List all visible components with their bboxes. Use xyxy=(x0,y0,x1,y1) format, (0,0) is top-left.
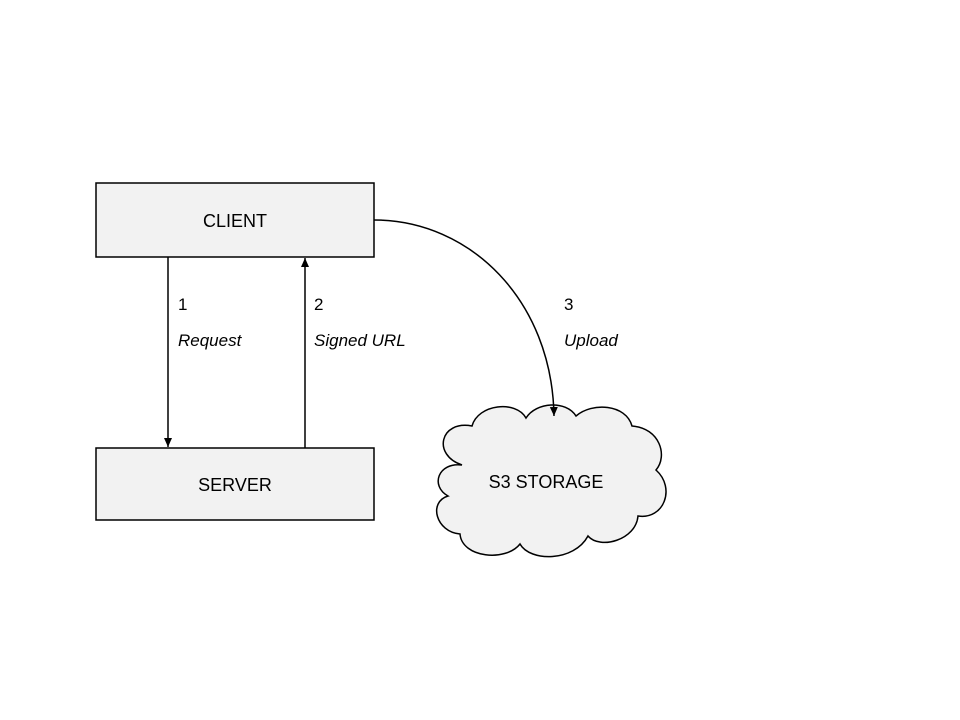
upload-label: Upload xyxy=(564,331,618,350)
server-label: SERVER xyxy=(198,475,272,495)
client-node: CLIENT xyxy=(95,182,375,258)
storage-node: S3 STORAGE xyxy=(436,404,667,558)
signed-url-step-number: 2 xyxy=(314,295,323,314)
edge-upload: 3 Upload xyxy=(373,219,618,417)
request-step-number: 1 xyxy=(178,295,187,314)
storage-label: S3 STORAGE xyxy=(489,472,604,492)
edge-signed-url: 2 Signed URL xyxy=(301,258,406,448)
server-node: SERVER xyxy=(95,447,375,521)
request-label: Request xyxy=(178,331,243,350)
upload-arrow xyxy=(373,219,558,417)
client-box xyxy=(95,182,375,258)
client-label: CLIENT xyxy=(203,211,267,231)
edge-request: 1 Request xyxy=(164,257,243,447)
upload-step-number: 3 xyxy=(564,295,573,314)
server-box xyxy=(95,447,375,521)
signed-url-label: Signed URL xyxy=(314,331,406,350)
storage-cloud-shape xyxy=(436,404,667,558)
